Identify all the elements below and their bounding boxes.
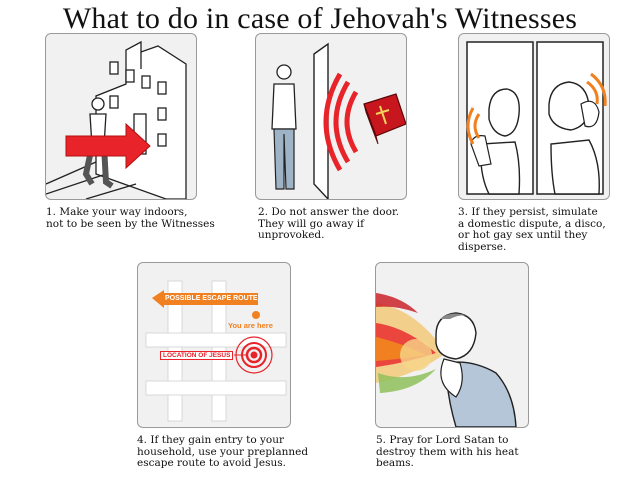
panel-simulate-dispute: [458, 33, 610, 200]
caption-4: 4. If they gain entry to your household,…: [137, 434, 309, 469]
caption-1: 1. Make your way indoors, not to be seen…: [46, 206, 215, 230]
vibration-waves-icon: [323, 72, 359, 172]
sound-waves-icon: [466, 72, 607, 145]
caption-5: 5. Pray for Lord Satan to destroy them w…: [376, 434, 519, 469]
panel-go-indoors: [45, 33, 197, 200]
man-right-icon: [548, 81, 600, 195]
panel-escape-route: POSSIBLE ESCAPE ROUTE You are here LOCAT…: [137, 262, 291, 428]
you-are-here-dot-icon: [252, 311, 260, 319]
panel-pray: [375, 262, 529, 428]
illustration-window-arguing: [466, 41, 607, 195]
illustration-door-bible: [271, 42, 406, 199]
illustration-praying-man: [376, 293, 517, 427]
you-are-here-label: You are here: [228, 321, 273, 330]
illustration-escape-map: [145, 280, 287, 422]
escape-route-label: POSSIBLE ESCAPE ROUTE: [165, 295, 258, 302]
caption-2: 2. Do not answer the door. They will go …: [258, 206, 400, 241]
red-arrow-icon: [65, 122, 151, 170]
page-title: What to do in case of Jehovah's Witnesse…: [62, 2, 578, 35]
location-of-jesus-label: LOCATION OF JESUS: [160, 351, 234, 360]
praying-man-icon: [435, 312, 517, 427]
bible-icon: [363, 93, 406, 145]
door-icon: [313, 42, 329, 199]
panel-dont-answer: [255, 33, 407, 200]
caption-3: 3. If they persist, simulate a domestic …: [458, 206, 606, 253]
illustration-building-walker: [46, 40, 187, 199]
standing-man-icon: [271, 64, 297, 190]
escape-arrow-icon: [152, 290, 258, 308]
heat-beam-icon: [376, 293, 446, 393]
